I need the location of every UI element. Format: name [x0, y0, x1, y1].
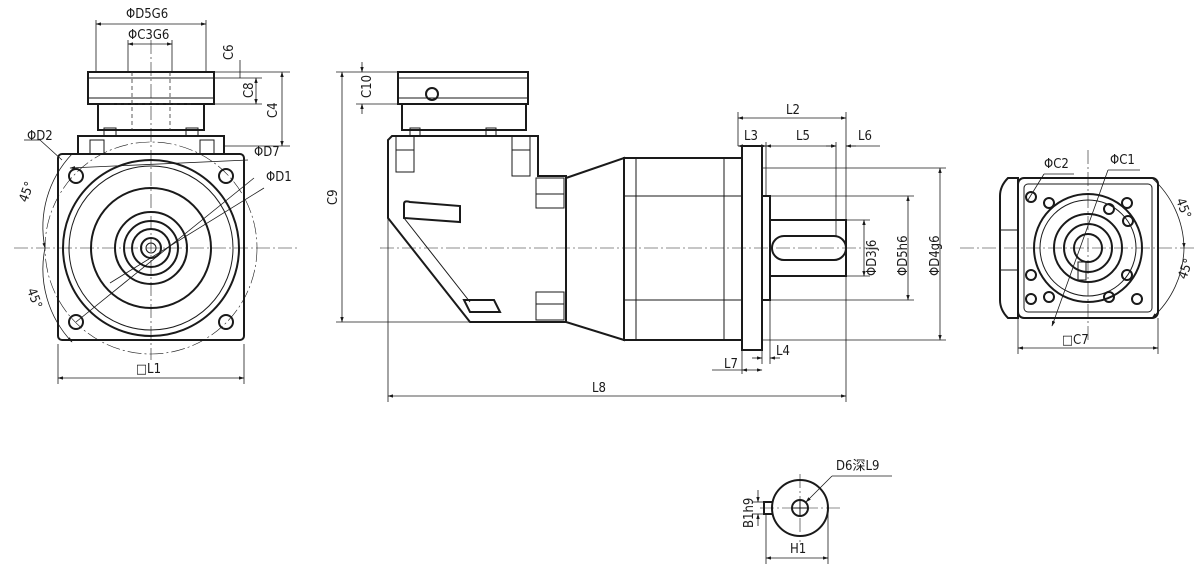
dim-d2: ΦD2	[27, 129, 53, 144]
angle-bottom-left: 45°	[23, 286, 44, 311]
dim-d5g6: ΦD5G6	[126, 7, 168, 22]
dim-c10: C10	[360, 75, 375, 98]
dim-c1: ΦC1	[1110, 153, 1135, 168]
dim-l4: L4	[776, 344, 790, 359]
dim-d4g6: ΦD4g6	[928, 235, 943, 276]
dim-c7: □C7	[1062, 333, 1089, 348]
output-housing	[623, 157, 743, 341]
dim-d6-depth-l9: D6深L9	[836, 459, 879, 474]
dim-d5h6: ΦD5h6	[896, 235, 911, 276]
dim-d1: ΦD1	[266, 170, 292, 185]
dim-l6: L6	[858, 129, 872, 144]
shaft-detail	[752, 474, 892, 564]
dim-l7: L7	[724, 357, 738, 372]
side-motor-flange	[397, 71, 529, 105]
dim-c3g6: ΦC3G6	[128, 28, 169, 43]
dim-c2: ΦC2	[1044, 157, 1069, 172]
side-view	[336, 62, 946, 402]
dim-d7: ΦD7	[254, 145, 280, 160]
dim-c6: C6	[222, 44, 237, 60]
end-view	[960, 150, 1196, 354]
dim-h1: H1	[790, 542, 806, 557]
dim-l8: L8	[592, 381, 606, 396]
dim-c4: C4	[266, 102, 281, 118]
front-view	[14, 20, 300, 384]
dim-l5: L5	[796, 129, 810, 144]
dim-l2: L2	[786, 103, 800, 118]
dim-c8: C8	[242, 82, 257, 98]
dim-d3j6: ΦD3j6	[865, 240, 880, 276]
dim-l1: □L1	[136, 362, 161, 377]
angle-right-bottom: 45°	[1176, 257, 1197, 282]
angle-right-top: 45°	[1172, 196, 1193, 221]
dim-c9: C9	[326, 189, 341, 205]
dim-l3: L3	[744, 129, 758, 144]
dim-b1h9: B1h9	[742, 498, 757, 528]
angle-top-left: 45°	[17, 180, 38, 205]
right-angle-housing	[387, 135, 567, 323]
